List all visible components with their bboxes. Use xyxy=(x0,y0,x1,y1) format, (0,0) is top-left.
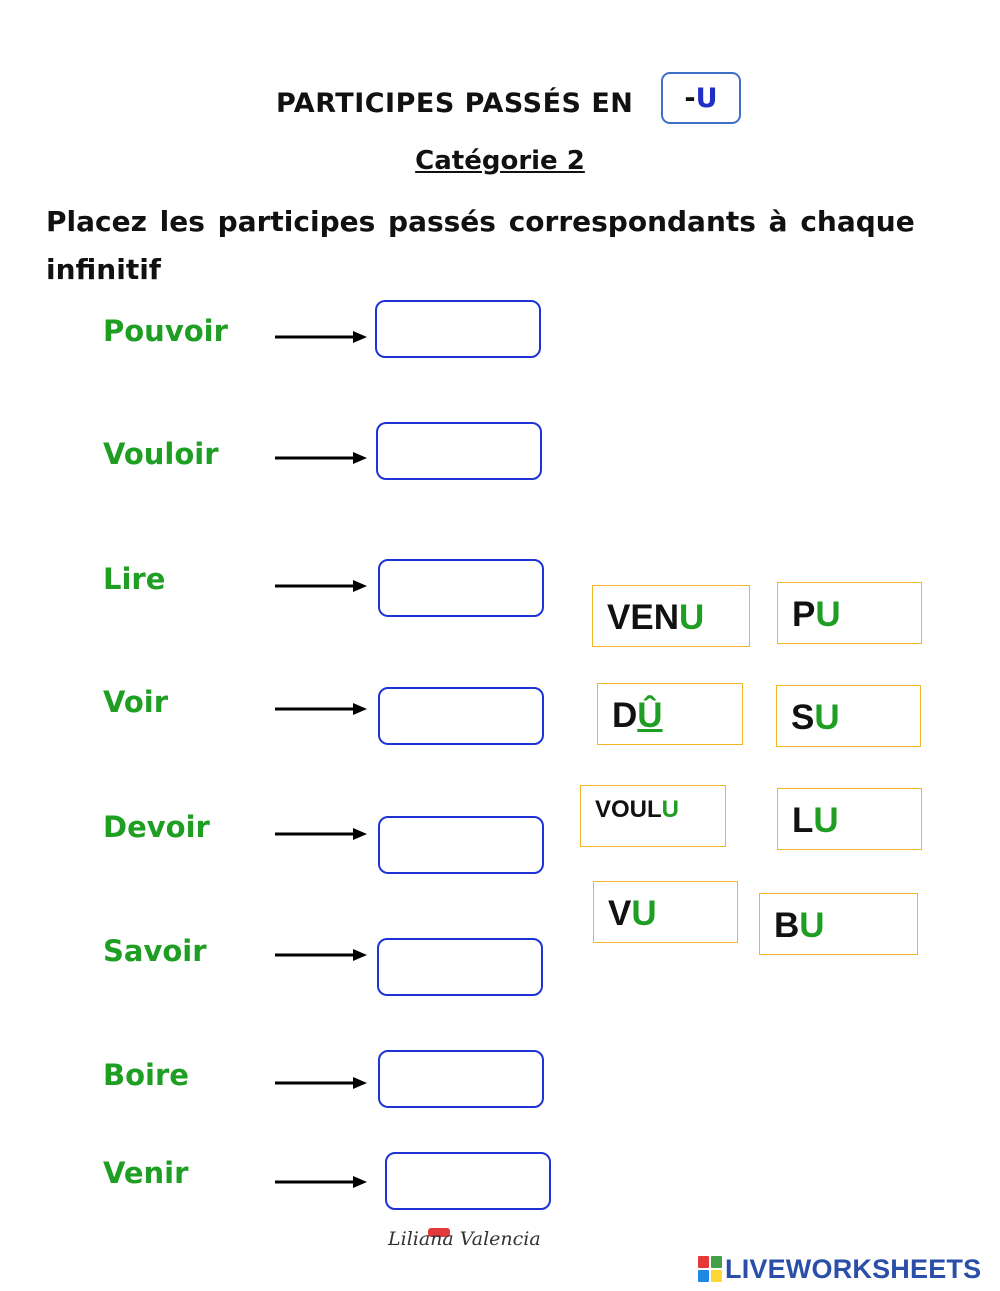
tile-ending: U xyxy=(815,595,841,634)
tile-ending: U xyxy=(813,801,839,840)
brand-name: LIVEWORKSHEETS xyxy=(725,1253,982,1284)
liveworksheets-logo: LIVEWORKSHEETS xyxy=(698,1254,981,1284)
liveworksheets-icon xyxy=(698,1256,722,1282)
infinitive-devoir: Devoir xyxy=(103,810,210,844)
tile-stem: L xyxy=(792,801,814,840)
arrow-right-icon xyxy=(275,1176,367,1188)
answer-box-vouloir[interactable] xyxy=(376,422,542,480)
tile-ending: U xyxy=(678,598,705,637)
arrow-right-icon xyxy=(275,828,367,840)
infinitive-boire: Boire xyxy=(103,1058,189,1092)
tile-stem: VOUL xyxy=(595,796,662,823)
infinitive-savoir: Savoir xyxy=(103,934,207,968)
tile-stem: S xyxy=(791,698,815,737)
arrow-right-icon xyxy=(275,331,367,343)
category-subtitle-text: Catégorie 2 xyxy=(415,146,585,176)
infinitive-vouloir: Vouloir xyxy=(103,437,219,471)
category-subtitle: Catégorie 2 xyxy=(0,146,1000,176)
answer-box-savoir[interactable] xyxy=(377,938,543,996)
tile-lu[interactable]: LU xyxy=(777,788,922,850)
ending-box: -U xyxy=(661,72,741,124)
answer-box-venir[interactable] xyxy=(385,1152,551,1210)
tile-su[interactable]: SU xyxy=(776,685,921,747)
answer-box-lire[interactable] xyxy=(378,559,544,617)
arrow-right-icon xyxy=(275,703,367,715)
tile-stem: P xyxy=(792,595,816,634)
tile-stem: D xyxy=(612,696,638,735)
tile-vu[interactable]: VU xyxy=(593,881,738,943)
answer-box-boire[interactable] xyxy=(378,1050,544,1108)
infinitive-voir: Voir xyxy=(103,685,169,719)
arrow-right-icon xyxy=(275,949,367,961)
answer-box-voir[interactable] xyxy=(378,687,544,745)
author-signature: Liliana Valencia xyxy=(388,1228,541,1250)
tile-stem: B xyxy=(774,906,800,945)
infinitive-venir: Venir xyxy=(103,1156,189,1190)
ending-dash: - xyxy=(684,83,696,114)
signature-mark-icon xyxy=(428,1228,450,1237)
instruction-text: Placez les participes passés corresponda… xyxy=(46,205,915,286)
infinitive-lire: Lire xyxy=(103,562,166,596)
tile-ending: U xyxy=(799,906,825,945)
tile-du[interactable]: DÛ xyxy=(597,683,743,745)
tile-stem: V xyxy=(608,894,632,933)
tile-bu[interactable]: BU xyxy=(759,893,918,955)
ending-letter: U xyxy=(695,83,718,114)
arrow-right-icon xyxy=(275,1077,367,1089)
tile-ending: U xyxy=(631,894,657,933)
worksheet-title: PARTICIPES PASSÉS EN xyxy=(276,88,634,119)
tile-voulu[interactable]: VOULU xyxy=(580,785,726,847)
infinitive-pouvoir: Pouvoir xyxy=(103,314,228,348)
tile-ending: U xyxy=(814,698,840,737)
answer-box-pouvoir[interactable] xyxy=(375,300,541,358)
tile-ending: U xyxy=(661,796,680,823)
answer-box-devoir[interactable] xyxy=(378,816,544,874)
tile-stem: VEN xyxy=(607,598,679,637)
tile-ending: Û xyxy=(637,696,663,735)
arrow-right-icon xyxy=(275,580,367,592)
arrow-right-icon xyxy=(275,452,367,464)
tile-venu[interactable]: VENU xyxy=(592,585,750,647)
tile-pu[interactable]: PU xyxy=(777,582,922,644)
